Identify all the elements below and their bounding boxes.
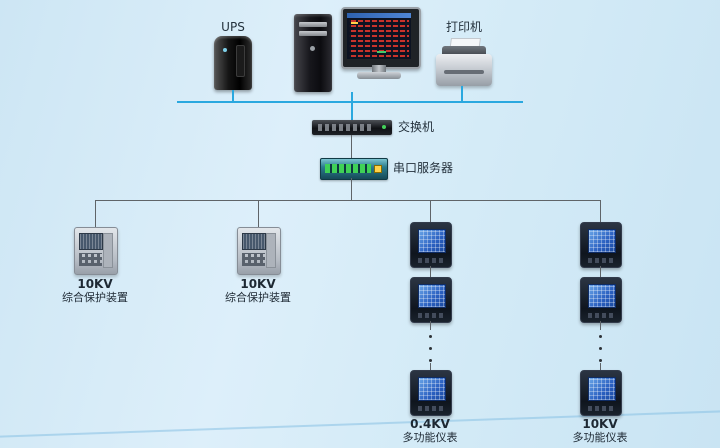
protection2-name: 综合保护装置 xyxy=(225,291,291,304)
monitor-screen-data-rows xyxy=(349,20,409,57)
protection1-voltage: 10KV xyxy=(77,277,113,291)
bus-to-switch-line xyxy=(351,103,353,120)
switch-led xyxy=(382,125,386,129)
meter-link-line xyxy=(600,363,601,370)
meter-col2-voltage: 10KV xyxy=(582,417,618,431)
serial-server-label: 串口服务器 xyxy=(393,161,454,175)
ups-front-panel xyxy=(236,45,245,77)
meter-screen xyxy=(588,284,616,308)
meter-buttons xyxy=(418,313,444,318)
pc-power-button-icon xyxy=(310,46,315,51)
meter-buttons xyxy=(588,313,614,318)
monitor-screen-titlebar xyxy=(347,13,411,18)
multifunction-meter-icon xyxy=(580,277,622,323)
multifunction-meter-icon xyxy=(410,370,452,416)
printer-output-slot xyxy=(444,70,484,74)
serial-server-icon xyxy=(320,158,388,180)
meter-buttons xyxy=(418,406,444,411)
multifunction-meter-icon xyxy=(580,370,622,416)
ups-drop-line xyxy=(232,90,234,101)
ups-label: UPS xyxy=(221,20,245,34)
relay-side-panel xyxy=(103,233,113,268)
ethernet-switch-icon xyxy=(312,120,392,135)
printer-drop-line xyxy=(461,86,463,101)
meter-link-line xyxy=(600,321,601,330)
printer-icon xyxy=(436,54,492,86)
protection2-label: 10KV 综合保护装置 xyxy=(221,277,295,305)
relay-buttons xyxy=(79,253,102,266)
monitor-icon xyxy=(341,7,421,69)
ups-device-icon xyxy=(214,36,252,90)
relay-buttons xyxy=(242,253,265,266)
meter-buttons xyxy=(588,258,614,263)
meter-col1-name: 多功能仪表 xyxy=(402,431,458,444)
relay-screen xyxy=(79,233,103,250)
switch-label: 交换机 xyxy=(398,120,435,134)
protection-relay-icon xyxy=(237,227,281,275)
meter-buttons xyxy=(418,258,444,263)
relay-screen xyxy=(242,233,266,250)
field-bus-line xyxy=(95,200,600,201)
meter-link-line xyxy=(430,266,431,277)
meter-screen xyxy=(418,377,446,401)
ups-led xyxy=(223,48,227,52)
switch-ports xyxy=(318,124,374,131)
drop-meter-col2 xyxy=(600,200,601,222)
network-bus-line xyxy=(177,101,523,103)
printer-lid xyxy=(442,46,486,57)
pc-drive-bay xyxy=(299,22,327,27)
ellipsis-dots xyxy=(428,335,432,371)
protection-relay-icon xyxy=(74,227,118,275)
screen-pixel xyxy=(377,51,386,53)
pc-drive-bay xyxy=(299,31,327,36)
drop-meter-col1 xyxy=(430,200,431,222)
multifunction-meter-icon xyxy=(410,222,452,268)
protection2-voltage: 10KV xyxy=(240,277,276,291)
monitor-screen xyxy=(347,13,411,59)
meter-link-line xyxy=(430,321,431,330)
ellipsis-dots xyxy=(598,335,602,371)
meter-link-line xyxy=(430,363,431,370)
meter-col2-label: 10KV 多功能仪表 xyxy=(565,417,635,445)
switch-to-serial-line xyxy=(351,135,352,158)
meter-screen xyxy=(418,229,446,253)
meter-link-line xyxy=(600,266,601,277)
serial-server-led xyxy=(374,165,382,173)
meter-col2-name: 多功能仪表 xyxy=(572,431,628,444)
screen-pixel xyxy=(351,22,358,24)
meter-buttons xyxy=(588,406,614,411)
relay-side-panel xyxy=(266,233,276,268)
protection1-label: 10KV 综合保护装置 xyxy=(58,277,132,305)
printer-label: 打印机 xyxy=(445,20,482,34)
serial-server-ports xyxy=(325,164,371,173)
meter-col1-label: 0.4KV 多功能仪表 xyxy=(395,417,465,445)
monitor-stand-neck xyxy=(372,65,386,73)
computer-drop-line xyxy=(351,92,353,101)
multifunction-meter-icon xyxy=(580,222,622,268)
drop-protection2 xyxy=(258,200,259,227)
monitor-stand-base xyxy=(357,72,401,79)
meter-screen xyxy=(588,229,616,253)
serial-to-bus-line xyxy=(351,178,352,200)
meter-screen xyxy=(588,377,616,401)
meter-screen xyxy=(418,284,446,308)
pc-tower-icon xyxy=(294,14,332,92)
multifunction-meter-icon xyxy=(410,277,452,323)
protection1-name: 综合保护装置 xyxy=(62,291,128,304)
meter-col1-voltage: 0.4KV xyxy=(410,417,450,431)
drop-protection1 xyxy=(95,200,96,227)
